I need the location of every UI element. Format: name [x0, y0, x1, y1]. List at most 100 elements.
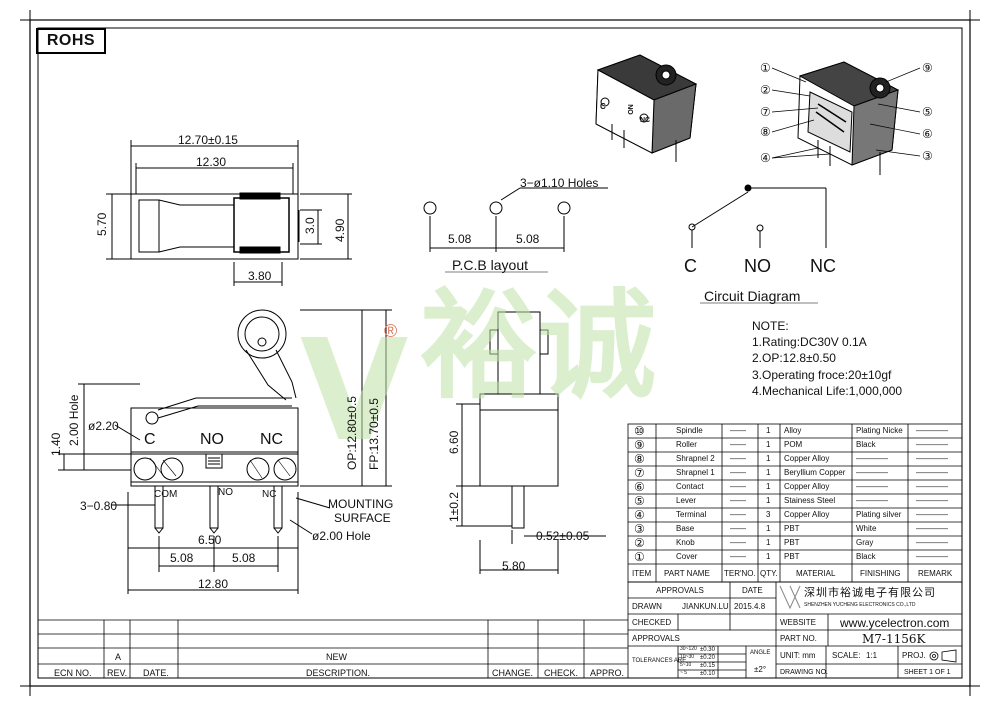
bom-cell-remark: ———— — [916, 510, 948, 519]
bom-cell-part: Cover — [676, 552, 698, 561]
rev-desc: DESCRIPTION. — [306, 668, 371, 678]
bom-cell-finish: Gray — [856, 538, 874, 547]
dim-lever-pos: 3.80 — [248, 269, 272, 283]
bom-cell-part: Lever — [676, 496, 697, 505]
rev-rev: REV. — [107, 668, 128, 678]
iso-view-cutaway — [771, 61, 921, 175]
pcb-spacing-right: 5.08 — [516, 232, 540, 246]
bom-cell-dash: —— — [730, 538, 746, 547]
tb-tol-val-4: ±0.10 — [700, 671, 715, 677]
bom-cell-qty: 1 — [766, 552, 771, 561]
rev-change: CHANGE. — [492, 668, 534, 678]
dim-hole2: ø2.00 Hole — [312, 529, 371, 543]
bom-cell-finish: ———— — [856, 482, 888, 491]
front-label-nc: NC — [260, 431, 284, 448]
circuit-diagram — [688, 184, 827, 304]
bom-cell-no: ① — [634, 550, 645, 564]
callout-2: ② — [760, 83, 771, 97]
bom-cell-dash: —— — [730, 440, 746, 449]
dim-380: 3−0.80 — [80, 499, 118, 513]
bom-cell-remark: ———— — [916, 440, 948, 449]
iso-view-assembled — [595, 54, 698, 162]
revision-table-grid — [38, 619, 628, 678]
watermark-v-logo: V — [300, 310, 409, 473]
pcb-holes-label: 3−ø1.10 Holes — [520, 176, 599, 190]
tb-tol-val-2: ±0.20 — [700, 655, 715, 661]
tb-tol-val-1: ±0.30 — [700, 647, 715, 653]
bom-cell-part: Knob — [676, 538, 695, 547]
bom-cell-part: Shrapnel 2 — [676, 454, 715, 463]
iso-mark-nc: NC — [640, 117, 651, 124]
pin-com: COM — [154, 489, 178, 500]
bom-header-finish: FINISHING — [860, 569, 901, 578]
bom-cell-finish: White — [856, 524, 877, 533]
dim-508a: 5.08 — [170, 551, 194, 565]
front-view — [58, 309, 392, 594]
note-4: 4.Mechanical Life:1,000,000 — [752, 383, 903, 398]
bom-cell-qty: 1 — [766, 496, 771, 505]
pcb-layout — [423, 187, 608, 273]
rev-check: CHECK. — [544, 668, 579, 678]
tb-angle-value: ±2° — [754, 665, 767, 674]
callout-7: ⑦ — [760, 105, 771, 119]
tb-website: www.ycelectron.com — [840, 616, 950, 630]
circuit-c: C — [684, 256, 697, 276]
dim-052: 0.52±0.05 — [536, 529, 590, 543]
tb-tol-range-2: 10~30 — [680, 654, 695, 660]
tb-drawn-date: 2015.4.8 — [734, 602, 766, 611]
bom-cell-part: Spindle — [676, 426, 703, 435]
callout-5: ⑤ — [922, 105, 933, 119]
bom-cell-remark: ———— — [916, 496, 948, 505]
bom-cell-dash: —— — [730, 426, 746, 435]
tb-tol-val-3: ±0.15 — [700, 663, 715, 669]
bom-cell-finish: ———— — [856, 496, 888, 505]
bom-cell-remark: ———— — [916, 468, 948, 477]
tb-scale-label: SCALE: — [832, 651, 861, 660]
front-label-c: C — [144, 431, 156, 448]
rev-date: DATE. — [143, 668, 169, 678]
bom-cell-finish: Black — [856, 440, 876, 449]
bom-cell-finish: Black — [856, 552, 876, 561]
side-view — [456, 311, 606, 574]
top-view — [106, 140, 352, 286]
tb-company-cn: 深圳市裕诚电子有限公司 — [804, 587, 936, 599]
bom-cell-finish: ———— — [856, 468, 888, 477]
mounting-label-2: SURFACE — [334, 511, 391, 525]
bom-cell-material: Copper Alloy — [784, 482, 830, 491]
dim-op: OP:12.80±0.5 — [345, 396, 359, 470]
rev-col-a: A — [115, 652, 122, 662]
bom-cell-no: ⑥ — [634, 480, 645, 494]
circuit-no: NO — [744, 256, 771, 276]
bom-header-part: PART NAME — [664, 569, 710, 578]
dim-hole-200: 2.00 Hole — [67, 394, 81, 446]
bom-cell-material: PBT — [784, 552, 800, 561]
mounting-label-1: MOUNTING — [328, 497, 394, 511]
tb-tol-range-1: 30~120 — [680, 646, 697, 652]
rev-appro: APPRO. — [590, 668, 625, 678]
bom-cell-no: ⑦ — [634, 466, 645, 480]
bom-cell-qty: 1 — [766, 440, 771, 449]
callout-6: ⑥ — [922, 127, 933, 141]
circuit-caption: Circuit Diagram — [704, 288, 801, 304]
bom-cell-remark: ———— — [916, 482, 948, 491]
bom-cell-dash: —— — [730, 524, 746, 533]
bom-cell-qty: 1 — [766, 482, 771, 491]
pcb-spacing-left: 5.08 — [448, 232, 472, 246]
bom-cell-no: ⑨ — [634, 438, 645, 452]
bom-cell-part: Roller — [676, 440, 697, 449]
bom-cell-part: Terminal — [676, 510, 707, 519]
dim-d220: ø2.20 — [88, 419, 119, 433]
bom-cell-qty: 1 — [766, 454, 771, 463]
watermark-brand: 裕诚 — [420, 277, 657, 415]
bom-cell-dash: —— — [730, 454, 746, 463]
dim-490: 4.90 — [333, 218, 347, 242]
bom-cell-material: Copper Alloy — [784, 510, 830, 519]
bom-cell-qty: 1 — [766, 524, 771, 533]
callout-4: ④ — [760, 151, 771, 165]
bom-cell-material: Beryllium Copper — [784, 468, 846, 477]
bom-cell-material: Alloy — [784, 426, 802, 435]
tb-date: DATE — [742, 586, 763, 595]
bom-cell-material: Copper Alloy — [784, 454, 830, 463]
dim-3: 3.0 — [303, 217, 317, 234]
